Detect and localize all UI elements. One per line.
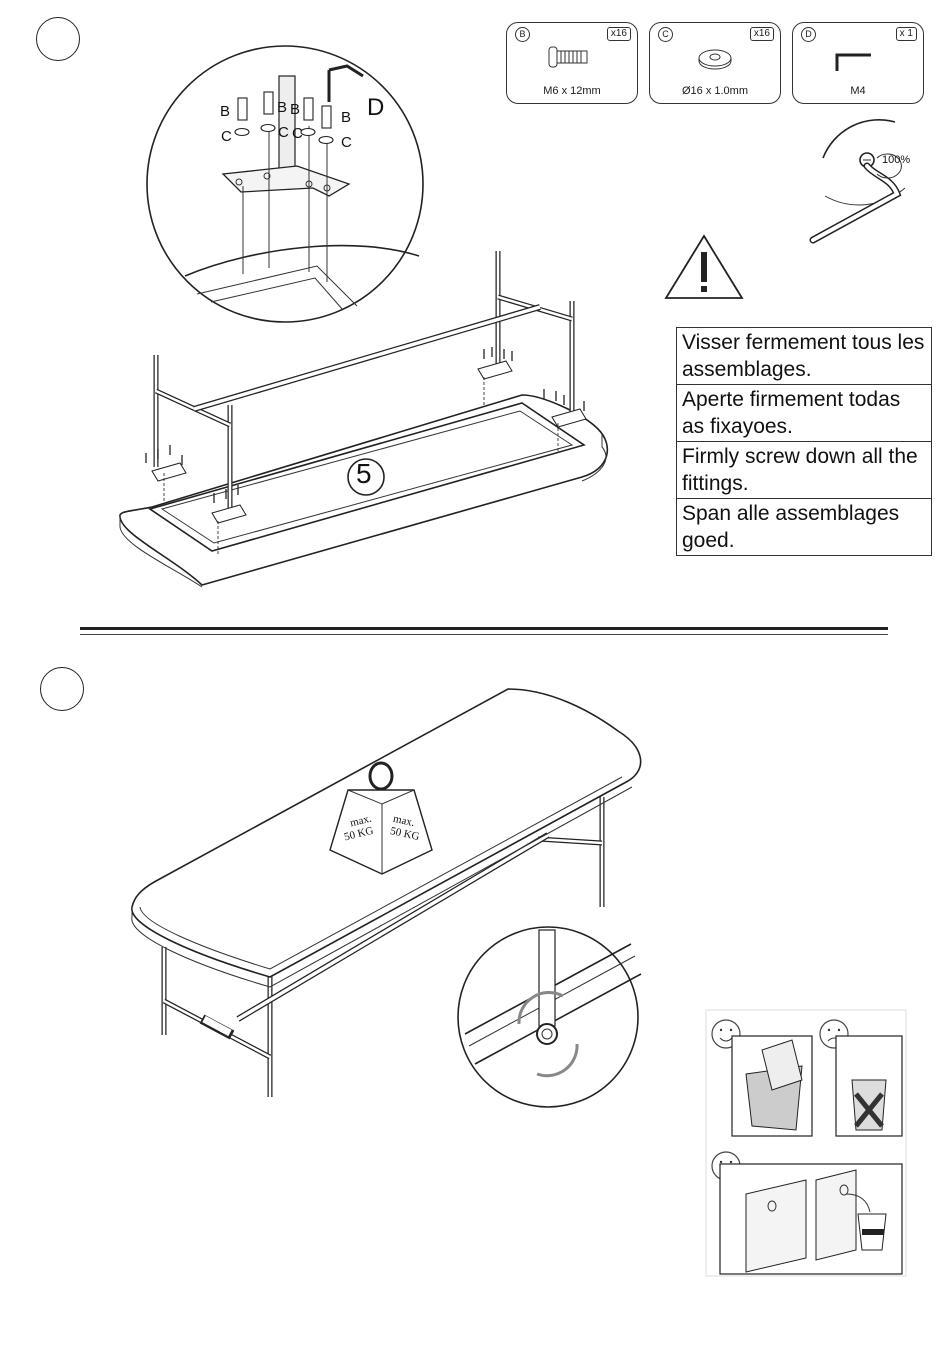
callout-b-label: B [341,109,351,126]
torque-label: 100% [882,154,910,166]
disposal-guidance-panel [706,1010,906,1290]
callout-c-label: C [278,124,289,141]
weight-icon [328,756,438,876]
section-divider [80,627,888,630]
part-spec: M4 [793,85,923,97]
part-spec: M6 x 12mm [507,85,637,97]
step-number: 5 [356,458,372,490]
exclamation-triangle-icon [664,234,744,300]
table-frame-drawing [112,245,632,585]
instruction-pt: Aperte firmement todas as fixayoes. [677,385,932,442]
callout-c-label: C [221,128,232,145]
part-quantity: x16 [750,27,774,41]
instruction-table: Visser fermement tous les assemblages. A… [676,327,932,556]
part-letter: D [801,27,816,42]
part-letter: B [515,27,530,42]
part-letter: C [658,27,673,42]
washer-icon [695,47,735,71]
instruction-fr: Visser fermement tous les assemblages. [677,328,932,385]
callout-b-label: B [277,99,287,116]
part-quantity: x16 [607,27,631,41]
instruction-en: Firmly screw down all the fittings. [677,442,932,499]
allen-key-icon [835,47,875,73]
callout-c-label: C [341,134,352,151]
part-spec: Ø16 x 1.0mm [650,85,780,97]
callout-b-label: B [220,103,230,120]
torque-detail-drawing [805,118,935,258]
part-box-d: D x 1 M4 [792,22,924,104]
bolt-icon [547,45,597,71]
foot-detail-circle [455,924,645,1114]
part-box-b: B x16 M6 x 12mm [506,22,638,104]
part-box-c: C x16 Ø16 x 1.0mm [649,22,781,104]
section-divider-thin [80,634,888,635]
step-circle-bottom [40,667,84,711]
instruction-nl: Span alle assemblages goed. [677,499,932,556]
callout-b-label: B [290,101,300,118]
step-circle-top [36,17,80,61]
callout-d-label: D [367,94,384,122]
part-quantity: x 1 [896,27,917,41]
callout-c-label: C [292,125,303,142]
